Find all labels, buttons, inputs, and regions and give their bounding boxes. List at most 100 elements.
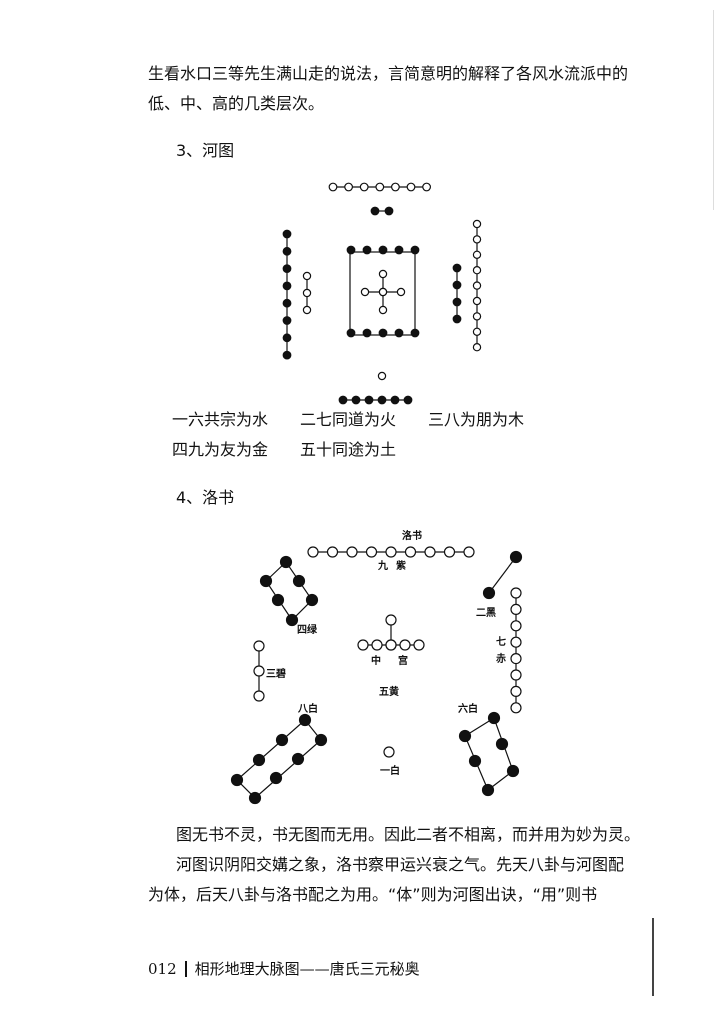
luoshu-nine-dot [365,546,378,558]
label-wu-huang: 五黄 [379,685,399,698]
intro-line-1: 生看水口三等先生满山走的说法，言简意明的解释了各风水流派中的 [148,64,629,83]
luoshu-four-frame [265,561,313,621]
hetu-caption-earth: 五十同途为土 [300,440,397,459]
heading-hetu: 3、河图 [176,141,235,160]
luoshu-seven-dot [510,603,522,616]
hetu-bottom-six-dot [403,395,413,405]
hetu-right-nine-dot [472,266,482,275]
hetu-top-seven-dot [406,182,416,192]
hetu-right-four-dot [452,314,462,324]
luoshu-five-dot [385,639,397,651]
luoshu-nine-dot [385,546,397,558]
label-san-bi: 三碧 [266,667,286,680]
luoshu-eight-dot [275,733,289,747]
luoshu-nine-dot [404,546,417,558]
luoshu-seven-dot [510,587,522,599]
luoshu-eight-dot [291,752,305,766]
luoshu-two-line [488,556,517,594]
hetu-top-seven-dot [359,182,369,192]
luoshu-three-dot [253,640,265,652]
hetu-cross-vertical-dot [378,305,388,315]
hetu-left-three-dot [302,288,312,298]
label-luoshu-title: 洛书 [402,529,422,542]
luoshu-six-dot [506,764,520,778]
hetu-top-two-dot [384,206,394,216]
hetu-cross-horizontal-dot [378,287,388,297]
hetu-top-two-dot [370,206,380,216]
hetu-right-nine-dot [472,250,482,259]
hetu-square-top-dot [346,245,356,255]
hetu-bottom-six-dot [351,395,361,405]
heading-luoshu: 4、洛书 [176,488,235,507]
luoshu-four-dot [305,593,319,607]
label-zi: 紫 [396,559,406,572]
hetu-square-top-dot [378,245,388,255]
hetu-right-nine-dot [472,327,482,336]
hetu-top-seven-dot [344,182,354,192]
hetu-bottom-six-dot [390,395,400,405]
luoshu-five-dot [399,639,411,651]
luoshu-two-dot [509,550,523,564]
hetu-right-nine-dot [472,296,482,306]
hetu-left-eight-dot [282,298,292,308]
hetu-right-four-dot [452,263,462,273]
hetu-left-eight-dot [282,281,292,291]
luoshu-eight-dot [314,733,328,747]
hetu-left-eight-dot [282,350,292,360]
luoshu-eight-dot [248,791,262,805]
hetu-top-seven-dot [328,182,338,192]
luoshu-nine-dot [443,546,456,558]
luoshu-eight-frame [236,719,322,799]
footer-separator [184,961,187,977]
hetu-square-bottom-dot [362,328,372,338]
page-number: 012 [148,960,177,978]
luoshu-nine-dot [463,546,475,558]
label-chi: 赤 [496,652,506,665]
luoshu-four-dot [271,593,285,607]
hetu-left-three-dot [302,271,312,281]
book-title: 相形地理大脉图——唐氏三元秘奥 [194,960,420,978]
hetu-right-four-dot [452,297,462,307]
hetu-square-top-dot [362,245,372,255]
luoshu-six-dot [495,737,509,751]
hetu-bottom-six-dot [364,395,374,405]
luoshu-five-vertical-dot [385,614,397,626]
luoshu-four-dot [259,574,273,588]
hetu-square-bottom-dot [346,328,356,338]
hetu-square-bottom-dot [394,328,404,338]
hetu-right-nine-dot [472,312,482,321]
luoshu-six-dot [487,711,501,725]
luoshu-eight-dot [252,753,266,767]
luoshu-eight-dot [230,773,244,787]
luoshu-six-dot [458,729,472,743]
label-si-lv: 四绿 [297,623,318,636]
luoshu-seven-dot [510,636,522,648]
hetu-caption-fire: 二七同道为火 [300,410,397,429]
luoshu-eight-dot [298,713,312,727]
label-zhong: 中 [371,654,381,667]
hetu-right-nine-dot [472,219,482,229]
hetu-caption-water: 一六共宗为水 [172,410,269,429]
hetu-top-seven-dot [391,182,400,192]
hetu-top-seven-dot [375,182,385,192]
luoshu-nine-dot [307,546,319,558]
label-jiu: 九 [377,559,388,572]
hetu-left-eight-dot [282,229,292,239]
luoshu-nine-dot [424,546,436,558]
hetu-right-four-dot [452,280,462,290]
luoshu-four-dot [292,574,306,588]
luoshu-six-frame [464,717,514,791]
luoshu-two-dot [482,586,496,600]
hetu-left-eight-dot [282,264,292,274]
luoshu-seven-dot [510,702,522,714]
hetu-top-seven-dot [422,182,432,192]
label-er-hei: 二黑 [476,607,496,619]
label-yi-bai: 一白 [380,764,400,777]
page-edge-shadow [713,10,714,210]
luoshu-diagram: 洛书 九 紫 二黑 四绿 七 赤 三碧 中 宫 五黄 八白 六白 一白 [230,529,523,805]
body-line-3: 为体，后天八卦与洛书配之为用。“体”则为河图出诀，“用”则书 [148,885,598,904]
luoshu-seven-dot [510,685,522,698]
luoshu-seven-dot [510,652,522,665]
hetu-left-eight-dot [282,316,292,325]
hetu-right-nine-dot [472,235,482,244]
